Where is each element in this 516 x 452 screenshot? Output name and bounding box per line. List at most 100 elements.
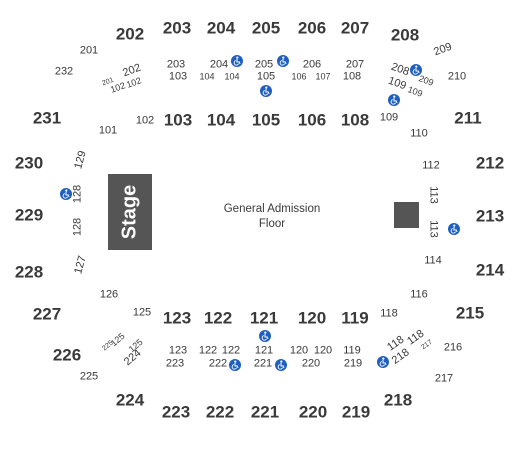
section-205[interactable]: 205 xyxy=(251,18,281,38)
section-215[interactable]: 215 xyxy=(455,303,485,323)
wheelchair-icon xyxy=(229,359,241,371)
section-212[interactable]: 212 xyxy=(475,153,505,173)
floor-label-line1: General Admission xyxy=(223,203,321,215)
section-125[interactable]: 125 xyxy=(132,306,152,319)
wheelchair-icon xyxy=(388,94,400,106)
section-119[interactable]: 119 xyxy=(341,308,369,328)
wheelchair-icon xyxy=(448,223,460,235)
section-120[interactable]: 120 xyxy=(297,308,327,328)
section-116[interactable]: 116 xyxy=(410,288,428,301)
section-206-small[interactable]: 206 xyxy=(302,58,322,71)
section-129[interactable]: 129 xyxy=(72,149,89,171)
section-121-small[interactable]: 121 xyxy=(254,344,274,357)
section-209-small[interactable]: 209 xyxy=(417,73,435,88)
section-227[interactable]: 227 xyxy=(32,304,62,324)
section-102[interactable]: 102 xyxy=(135,114,155,127)
section-203[interactable]: 203 xyxy=(162,18,192,38)
section-103[interactable]: 103 xyxy=(163,110,193,130)
section-220[interactable]: 220 xyxy=(298,402,328,422)
wheelchair-icon xyxy=(277,55,289,67)
section-106-small[interactable]: 106 xyxy=(291,71,307,82)
section-123[interactable]: 123 xyxy=(162,308,192,328)
section-222-small[interactable]: 222 xyxy=(208,357,228,370)
section-217-small[interactable]: 217 xyxy=(420,338,434,352)
section-204[interactable]: 204 xyxy=(206,18,236,38)
section-109-small-a[interactable]: 109 xyxy=(386,74,408,93)
section-219[interactable]: 219 xyxy=(341,402,371,422)
section-206[interactable]: 206 xyxy=(297,18,327,38)
section-109[interactable]: 109 xyxy=(379,111,399,124)
section-110[interactable]: 110 xyxy=(410,127,428,140)
section-232[interactable]: 232 xyxy=(54,65,74,78)
section-122-small-b[interactable]: 122 xyxy=(221,344,241,357)
section-202[interactable]: 202 xyxy=(115,24,145,44)
section-104-small-b[interactable]: 104 xyxy=(224,71,240,82)
section-127[interactable]: 127 xyxy=(72,254,89,276)
section-229[interactable]: 229 xyxy=(14,205,44,225)
section-224-small[interactable]: 224 xyxy=(121,347,144,369)
section-217[interactable]: 217 xyxy=(434,372,454,385)
section-112[interactable]: 112 xyxy=(422,159,440,172)
section-207-small[interactable]: 207 xyxy=(345,58,365,71)
section-231[interactable]: 231 xyxy=(32,108,62,128)
section-223-small[interactable]: 223 xyxy=(165,357,185,370)
section-205-small[interactable]: 205 xyxy=(254,58,274,71)
section-108[interactable]: 108 xyxy=(340,110,370,130)
section-221[interactable]: 221 xyxy=(250,402,280,422)
section-109-small-b[interactable]: 109 xyxy=(406,84,424,99)
section-209[interactable]: 209 xyxy=(432,40,454,59)
wheelchair-icon xyxy=(260,85,272,97)
section-223[interactable]: 223 xyxy=(161,402,191,422)
section-107-small[interactable]: 107 xyxy=(315,71,331,82)
section-128-b[interactable]: 128 xyxy=(71,184,84,204)
stage-block[interactable]: Stage xyxy=(108,174,152,250)
section-120-small-b[interactable]: 120 xyxy=(313,344,333,357)
section-105[interactable]: 105 xyxy=(251,110,281,130)
section-119-small[interactable]: 119 xyxy=(343,344,361,357)
section-225-small[interactable]: 225 xyxy=(101,339,115,353)
section-122-small-a[interactable]: 122 xyxy=(198,344,218,357)
section-126[interactable]: 126 xyxy=(99,288,119,301)
section-106[interactable]: 106 xyxy=(297,110,327,130)
section-103-small[interactable]: 103 xyxy=(168,70,188,83)
section-228[interactable]: 228 xyxy=(14,262,44,282)
section-114[interactable]: 114 xyxy=(424,254,442,267)
section-216[interactable]: 216 xyxy=(443,341,463,354)
section-128-a[interactable]: 128 xyxy=(71,217,84,237)
section-121[interactable]: 121 xyxy=(249,308,279,328)
floor-label-line2: Floor xyxy=(258,218,286,230)
section-120-small-a[interactable]: 120 xyxy=(289,344,309,357)
section-102-small-b[interactable]: 102 xyxy=(125,75,143,90)
section-204-small[interactable]: 204 xyxy=(209,58,229,71)
section-214[interactable]: 214 xyxy=(475,260,505,280)
section-105-small[interactable]: 105 xyxy=(256,70,276,83)
section-211[interactable]: 211 xyxy=(454,108,482,128)
section-221-small[interactable]: 221 xyxy=(253,357,273,370)
section-219-small[interactable]: 219 xyxy=(343,357,363,370)
section-230[interactable]: 230 xyxy=(14,153,44,173)
section-123-small[interactable]: 123 xyxy=(168,344,188,357)
section-104-small-a[interactable]: 104 xyxy=(199,71,215,82)
section-225[interactable]: 225 xyxy=(79,370,99,383)
section-113-a[interactable]: 113 xyxy=(427,186,440,204)
section-224[interactable]: 224 xyxy=(115,390,145,410)
wheelchair-icon xyxy=(231,55,243,67)
section-207[interactable]: 207 xyxy=(340,18,370,38)
section-222[interactable]: 222 xyxy=(205,402,235,422)
wheelchair-icon xyxy=(259,330,271,342)
section-213[interactable]: 213 xyxy=(475,206,505,226)
section-118[interactable]: 118 xyxy=(380,307,398,320)
section-108-small[interactable]: 108 xyxy=(342,70,362,83)
section-218[interactable]: 218 xyxy=(383,390,413,410)
section-220-small[interactable]: 220 xyxy=(301,357,321,370)
section-210[interactable]: 210 xyxy=(447,70,467,83)
section-113-b[interactable]: 113 xyxy=(427,220,440,238)
section-101[interactable]: 101 xyxy=(98,124,118,137)
section-226[interactable]: 226 xyxy=(52,345,82,365)
section-208[interactable]: 208 xyxy=(390,25,420,45)
section-104[interactable]: 104 xyxy=(206,110,236,130)
section-201[interactable]: 201 xyxy=(79,44,99,57)
general-admission-floor[interactable]: General Admission Floor xyxy=(224,202,321,232)
section-122[interactable]: 122 xyxy=(203,308,233,328)
section-203-small[interactable]: 203 xyxy=(166,58,186,71)
